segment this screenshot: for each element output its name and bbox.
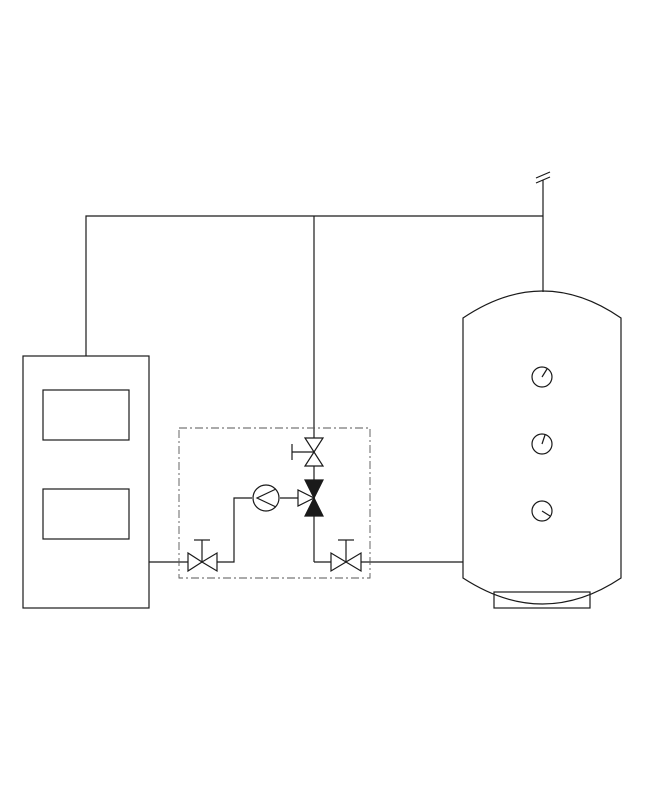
loading-unit-group [178,427,371,579]
pump-icon [252,484,280,512]
boiler [22,355,150,609]
return-pipe [149,466,463,563]
boiler-panel-lower [42,488,130,540]
air-vent-icon [535,171,551,216]
bypass-valve-icon [291,437,325,467]
shutoff-valve-left-icon [187,539,218,573]
storage-tank [462,290,622,609]
shutoff-valve-right-icon [330,539,362,573]
tank-base [493,591,591,609]
thermometer-icon [531,433,553,455]
thermometer-icon [531,366,553,388]
three-way-valve-icon [297,479,324,517]
supply-pipe [85,215,544,438]
boiler-panel-upper [42,389,130,441]
thermometer-icon [531,500,553,522]
